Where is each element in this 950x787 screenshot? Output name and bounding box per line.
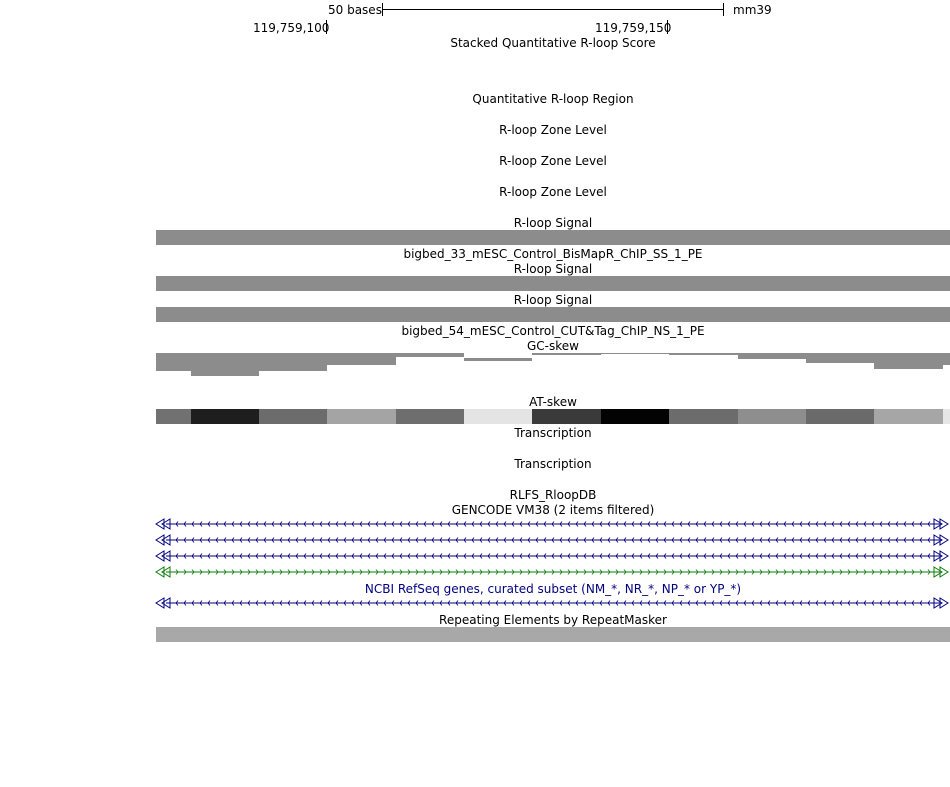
scale-label: 50 bases [328, 3, 382, 17]
gc-skew-cell [464, 357, 532, 361]
gc-skew-cell [396, 353, 464, 357]
at-skew-cell [601, 409, 669, 424]
gc-skew-cell [874, 353, 943, 369]
at-skew-cell [738, 409, 806, 424]
at-skew-cell [259, 409, 327, 424]
gc-skew-cell [943, 353, 950, 365]
assembly-label: mm39 [733, 3, 772, 17]
at-skew-cell [156, 409, 191, 424]
gencode-transcript-4[interactable] [155, 566, 949, 578]
track-label-stacked-qrloop[interactable]: Stacked Quantitative R-loop Score [450, 36, 656, 50]
signal-3-bar[interactable] [156, 307, 950, 322]
at-skew-cell [669, 409, 738, 424]
position-right-tick [667, 20, 668, 34]
at-skew-cell [327, 409, 396, 424]
track-label-refseq[interactable]: NCBI RefSeq genes, curated subset (NM_*,… [364, 582, 742, 596]
gc-skew-cell [806, 353, 874, 364]
track-label-zone-level-3[interactable]: R-loop Zone Level [499, 185, 607, 199]
ruler: 50 bases mm39 119,759,100 119,759,150 [0, 0, 950, 36]
track-label-gencode[interactable]: GENCODE VM38 (2 items filtered) [451, 503, 655, 517]
gc-skew-cell [156, 353, 191, 371]
gencode-transcript-1[interactable] [155, 518, 949, 530]
gencode-transcript-2[interactable] [155, 534, 949, 546]
at-skew-cell [396, 409, 464, 424]
signal-1-bar[interactable] [156, 230, 950, 245]
track-label-rlfs[interactable]: RLFS_RloopDB [509, 488, 597, 502]
track-label-repeatmasker[interactable]: Repeating Elements by RepeatMasker [439, 613, 667, 627]
track-label-signal-3[interactable]: R-loop Signal [513, 293, 593, 307]
gc-skew-cell [738, 353, 806, 360]
track-label-bigbed-54[interactable]: bigbed_54_mESC_Control_CUT&Tag_ChIP_NS_1… [401, 324, 705, 338]
at-skew-cell [874, 409, 943, 424]
gc-skew-track[interactable] [156, 353, 950, 393]
track-label-at-skew[interactable]: AT-skew [529, 395, 577, 409]
scale-bar [382, 3, 724, 16]
gc-skew-cell [669, 353, 738, 355]
gc-skew-cell [259, 353, 327, 371]
position-right-label: 119,759,150 [595, 21, 672, 35]
gencode-transcript-3[interactable] [155, 550, 949, 562]
track-label-qrloop-region[interactable]: Quantitative R-loop Region [472, 92, 634, 106]
position-left-tick [326, 20, 327, 34]
position-left-label: 119,759,100 [253, 21, 330, 35]
track-label-gc-skew[interactable]: GC-skew [527, 339, 579, 353]
track-label-bigbed-33[interactable]: bigbed_33_mESC_Control_BisMapR_ChIP_SS_1… [403, 247, 703, 261]
track-label-transcription-1[interactable]: Transcription [514, 426, 592, 440]
track-label-zone-level-1[interactable]: R-loop Zone Level [499, 123, 607, 137]
signal-2-bar[interactable] [156, 276, 950, 291]
track-label-zone-level-2[interactable]: R-loop Zone Level [499, 154, 607, 168]
gc-skew-cell [601, 353, 669, 354]
at-skew-cell [943, 409, 950, 424]
at-skew-cell [464, 409, 532, 424]
at-skew-track[interactable] [156, 409, 950, 424]
gc-skew-cell [532, 353, 601, 355]
track-label-signal-1[interactable]: R-loop Signal [513, 216, 593, 230]
gc-skew-cell [191, 353, 259, 377]
at-skew-cell [191, 409, 259, 424]
at-skew-cell [806, 409, 874, 424]
gc-skew-cell [327, 353, 396, 365]
repeatmasker-bar[interactable] [156, 627, 950, 642]
track-label-transcription-2[interactable]: Transcription [514, 457, 592, 471]
refseq-transcript-1[interactable] [155, 597, 949, 609]
track-label-signal-2[interactable]: R-loop Signal [513, 262, 593, 276]
at-skew-cell [532, 409, 601, 424]
